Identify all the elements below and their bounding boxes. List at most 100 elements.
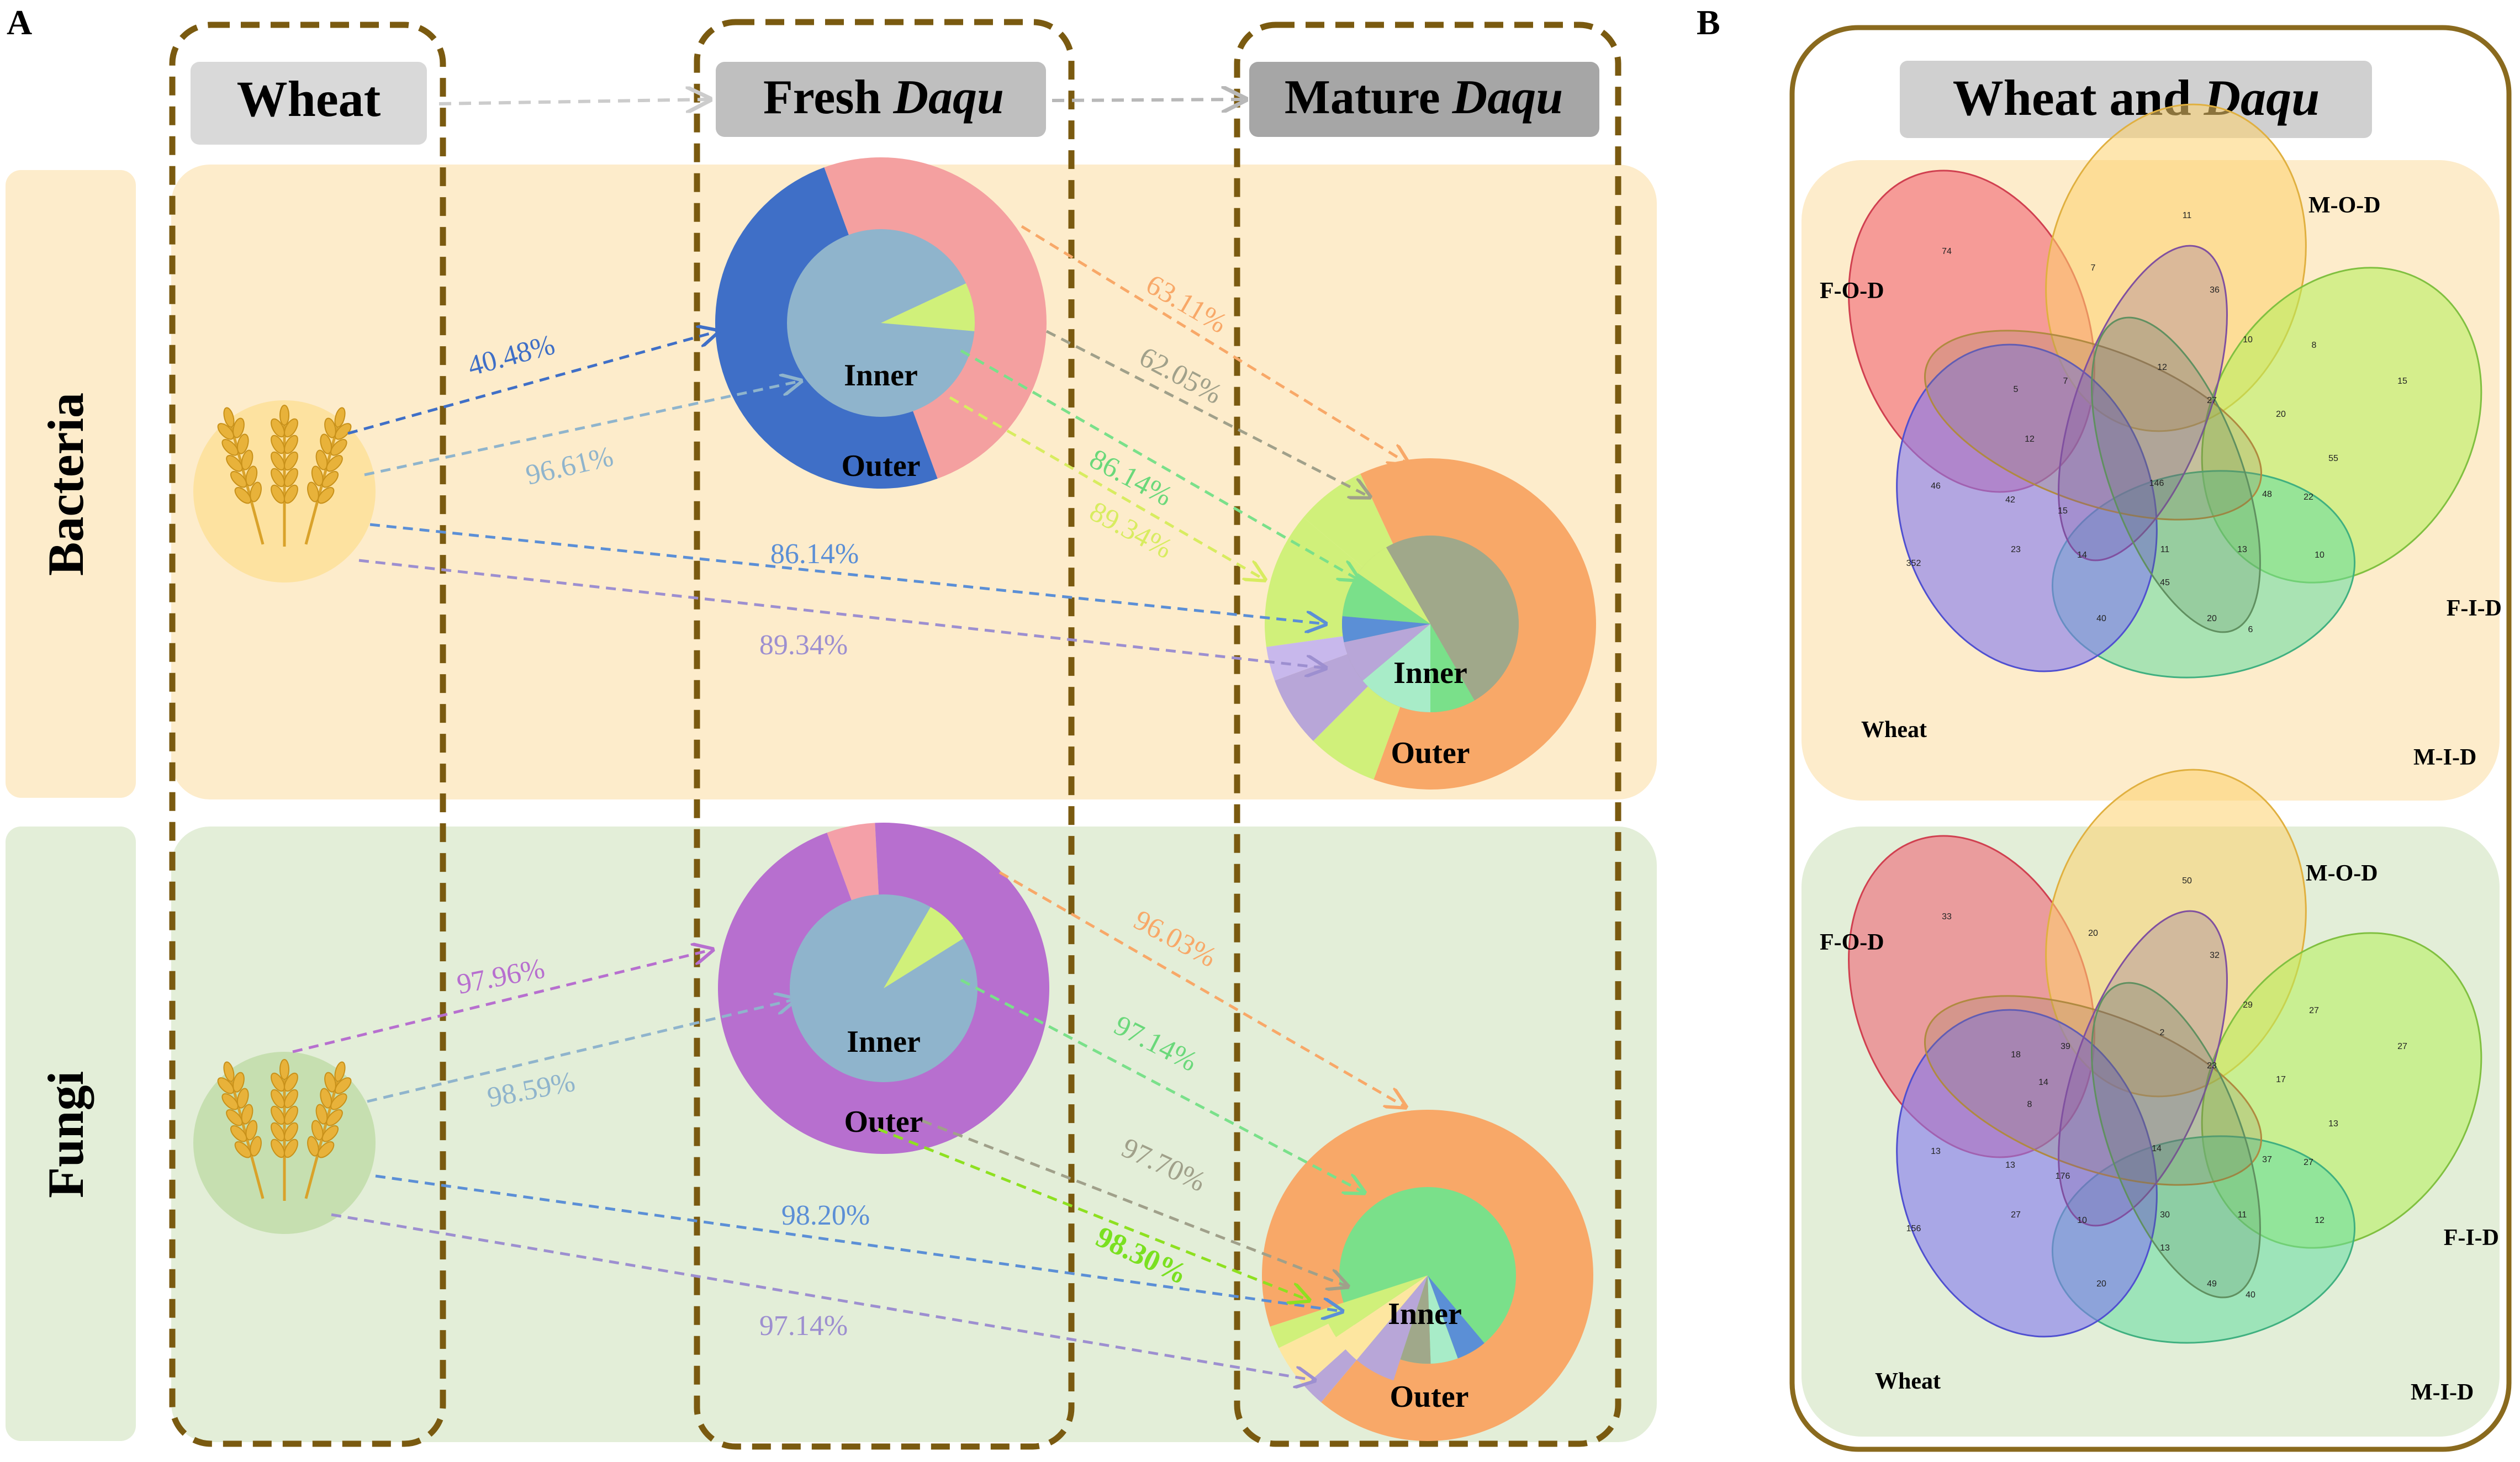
header-arrow-2 (1052, 99, 1245, 100)
donut-mature-fungi-inner-slice-2 (1400, 1275, 1431, 1364)
venn-count: 13 (2328, 1119, 2338, 1129)
wheat-column-box (169, 22, 446, 1447)
bact-pct-wheat-mature-outer: 86.14% (770, 538, 859, 570)
venn-count: 18 (2011, 1050, 2021, 1060)
venn-count: 14 (2038, 1078, 2048, 1087)
venn-count: 74 (1942, 247, 1952, 256)
venn-label-wheat: Wheat (1875, 1369, 1941, 1394)
fresh-daqu-column-box (694, 19, 1075, 1450)
venn-inner-lobe-2 (2091, 316, 2261, 633)
donut-mature-fungi-inner-slice-3 (1356, 1275, 1428, 1381)
venn-count: 49 (2207, 1279, 2217, 1289)
venn-count: 176 (2056, 1172, 2070, 1181)
fresh-fungi-inner-label: Inner (847, 1025, 921, 1059)
venn-count: 20 (2276, 410, 2286, 419)
venn-count: 17 (2276, 1075, 2286, 1084)
venn-label-wheat: Wheat (1861, 717, 1927, 743)
venn-count: 10 (2243, 335, 2253, 345)
donut-mature-fungi-inner-slice-0 (1428, 1275, 1484, 1359)
bacteria-row-tab (6, 170, 136, 798)
venn-count: 50 (2182, 876, 2192, 886)
fungi-arrows (292, 871, 1406, 1380)
venn-count: 12 (2025, 435, 2035, 444)
donut-fresh-fungi (717, 823, 1049, 1154)
venn-label-fod: F-O-D (1820, 278, 1884, 304)
fresh-header-box (716, 62, 1046, 137)
venn-count: 48 (2262, 490, 2272, 499)
mature-bacteria-inner-label: Inner (1393, 656, 1467, 690)
venn-count: 27 (2011, 1210, 2021, 1220)
fresh-fungi-outer-label: Outer (844, 1105, 923, 1139)
venn-set-wheat (1896, 1009, 2158, 1338)
mature-header-box (1249, 62, 1599, 137)
venn-count: 27 (2207, 396, 2217, 405)
donut-mature-fungi (1262, 1110, 1593, 1441)
venn-count: 2 (2160, 1028, 2165, 1037)
venn-inner-lobe-0 (1924, 330, 2262, 521)
mature-fungi-outer-label: Outer (1390, 1380, 1468, 1414)
venn-count: 40 (2096, 614, 2106, 623)
donut-mature-bacteria-inner-slice-1 (1362, 624, 1430, 712)
venn-count: 12 (2157, 363, 2167, 372)
venn-count: 6 (2248, 625, 2253, 634)
fungi-pct-wheat-mature-outer: 98.20% (781, 1200, 870, 1231)
venn-count: 37 (2262, 1155, 2272, 1164)
venn-label-mid: M-I-D (2413, 745, 2476, 770)
venn-inner-lobe-1 (2058, 245, 2228, 562)
panel-b-title-box (1900, 61, 2372, 138)
venn-count: 14 (2077, 550, 2087, 560)
venn-count: 42 (2005, 495, 2015, 505)
venn-count: 46 (1931, 481, 1941, 491)
bacteria-arrows (347, 225, 1408, 668)
venn-count: 13 (2160, 1243, 2170, 1253)
fresh-bacteria-inner-label: Inner (844, 358, 918, 393)
venn-count: 7 (2063, 377, 2068, 386)
venn-count: 146 (2149, 479, 2164, 488)
venn-count: 30 (2160, 1210, 2170, 1220)
donut-mature-bacteria-inner-slice-3 (1342, 616, 1430, 643)
fresh-bacteria-outer-label: Outer (841, 449, 920, 483)
venn-label-fid: F-I-D (2444, 1225, 2499, 1251)
donut-mature-fungi-inner-slice-4 (1336, 1275, 1428, 1360)
mature-daqu-column-box (1234, 22, 1621, 1447)
venn-count: 12 (2315, 1216, 2324, 1225)
venn-count: 20 (2096, 1279, 2106, 1289)
venn-count: 23 (2207, 1061, 2217, 1071)
venn-count: 8 (2312, 341, 2317, 350)
bact-pct-wheat-mature-inner: 89.34% (759, 629, 848, 661)
venn-count: 29 (2243, 1000, 2253, 1010)
mature-fungi-inner-label: Inner (1388, 1297, 1462, 1331)
venn-label-fod: F-O-D (1820, 930, 1884, 955)
venn-count: 10 (2315, 550, 2324, 560)
panel-letter-a: A (7, 3, 32, 42)
venn-label-mod: M-O-D (2308, 193, 2381, 218)
donut-fresh-fungi-inner-slice-0 (884, 907, 964, 988)
venn-label-mid: M-I-D (2411, 1380, 2474, 1405)
venn-inner-lobe-0 (1924, 995, 2262, 1186)
venn-count: 45 (2160, 578, 2170, 587)
mature-bacteria-outer-label: Outer (1391, 736, 1470, 770)
donut-mature-bacteria-inner-slice-2 (1344, 624, 1430, 681)
venn-inner-lobe-1 (2058, 910, 2228, 1227)
venn-count: 27 (2309, 1006, 2319, 1015)
venn-label-fid: F-I-D (2447, 596, 2502, 621)
venn-count: 11 (2238, 1210, 2247, 1220)
mature-daqu-header: Mature Daqu (1285, 71, 1563, 124)
venn-count: 15 (2058, 506, 2068, 516)
donut-fresh-bacteria-inner-slice-0 (881, 283, 975, 331)
venn-count: 13 (2237, 545, 2247, 554)
fresh-daqu-header: Fresh Daqu (763, 71, 1004, 124)
venn-count: 55 (2328, 454, 2338, 463)
venn-count: 11 (2160, 545, 2170, 554)
wheat-icon-bacteria (193, 400, 376, 582)
venn-set-wheat (1896, 343, 2158, 672)
donut-mature-bacteria-inner-slice-0 (1430, 624, 1475, 712)
venn-count: 13 (1931, 1147, 1941, 1156)
venn-count: 40 (2246, 1290, 2255, 1300)
venn-inner-lobe-2 (2091, 982, 2261, 1299)
venn-count: 156 (1906, 1224, 1921, 1233)
venn-label-mod: M-O-D (2306, 861, 2378, 886)
bacteria-row-label: Bacteria (38, 393, 94, 576)
